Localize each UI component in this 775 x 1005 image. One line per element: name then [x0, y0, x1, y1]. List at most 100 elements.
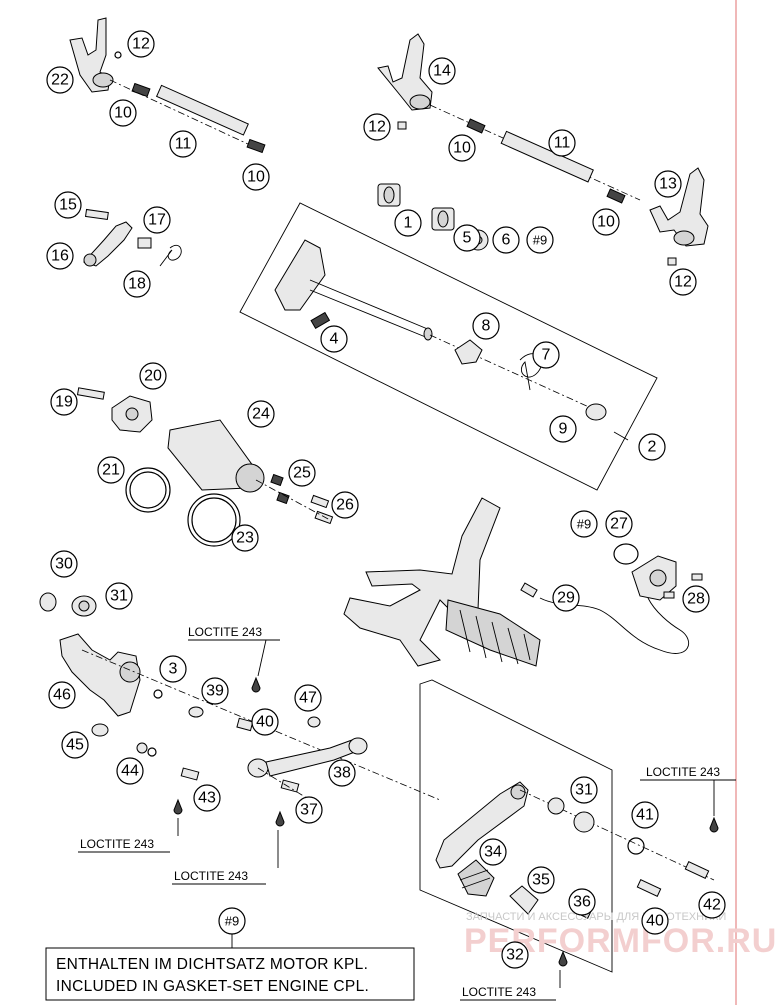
svg-text:12: 12 [132, 36, 150, 53]
svg-text:10: 10 [453, 140, 471, 157]
callout-12: 12 [363, 113, 391, 141]
callout-40: 40 [641, 907, 669, 935]
callout-13: 13 [654, 170, 682, 198]
shift-fork-22-group [69, 17, 266, 154]
svg-text:15: 15 [59, 197, 77, 214]
shift-linkage-group [39, 592, 441, 801]
svg-text:10: 10 [597, 214, 615, 231]
svg-text:46: 46 [53, 687, 71, 704]
svg-text:11: 11 [554, 135, 571, 152]
loctite-label-4: LOCTITE 243 [640, 765, 736, 781]
svg-text:12: 12 [674, 274, 692, 291]
svg-text:25: 25 [293, 465, 311, 482]
svg-text:31: 31 [110, 588, 128, 605]
callout-8: 8 [472, 312, 500, 340]
svg-text:35: 35 [532, 872, 550, 889]
callout-9-kit: #9 [526, 226, 554, 254]
svg-text:14: 14 [433, 63, 451, 80]
svg-text:13: 13 [659, 176, 677, 193]
callout-10: 10 [242, 163, 270, 191]
callout-6: 6 [492, 226, 520, 254]
loctite-label-text: LOCTITE 243 [174, 869, 248, 883]
callout-35: 35 [527, 866, 555, 894]
svg-text:47: 47 [299, 690, 317, 707]
svg-text:44: 44 [121, 763, 139, 780]
callout-2: 2 [638, 433, 666, 461]
callout-38: 38 [328, 759, 356, 787]
svg-text:10: 10 [114, 105, 132, 122]
callout-45: 45 [61, 731, 89, 759]
svg-text:19: 19 [55, 394, 73, 411]
footrest-group [343, 497, 703, 667]
loctite-label-3: LOCTITE 243 [172, 869, 266, 885]
loctite-label-5: LOCTITE 243 [460, 985, 556, 1001]
shift-shaft-assembly-group [239, 202, 658, 491]
svg-text:8: 8 [482, 318, 491, 335]
svg-text:17: 17 [148, 212, 166, 229]
callout-11: 11 [169, 130, 197, 158]
svg-text:41: 41 [636, 807, 654, 824]
svg-text:36: 36 [573, 894, 591, 911]
callout-46: 46 [48, 681, 76, 709]
callout-9: 9 [549, 415, 577, 443]
svg-text:16: 16 [51, 248, 69, 265]
svg-text:29: 29 [557, 590, 575, 607]
svg-text:26: 26 [336, 497, 354, 514]
loctite-label-2: LOCTITE 243 [78, 837, 170, 853]
svg-text:40: 40 [256, 714, 274, 731]
gasket-note-box: ENTHALTEN IM DICHTSATZ MOTOR KPL. INCLUD… [45, 947, 415, 1001]
svg-text:39: 39 [206, 683, 224, 700]
loctite-label-text: LOCTITE 243 [80, 837, 154, 851]
svg-text:20: 20 [144, 368, 162, 385]
svg-text:12: 12 [368, 119, 386, 136]
callout-27: 27 [605, 510, 633, 538]
callout-19: 19 [50, 388, 78, 416]
callout-3: 3 [159, 655, 187, 683]
callout-12: 12 [127, 30, 155, 58]
svg-text:42: 42 [703, 897, 721, 914]
callout-23: 23 [231, 524, 259, 552]
svg-text:#9: #9 [577, 517, 591, 532]
svg-text:43: 43 [198, 790, 216, 807]
callout-43: 43 [193, 784, 221, 812]
callout-39: 39 [201, 677, 229, 705]
loctite-label-1: LOCTITE 243 [188, 625, 280, 641]
callout-9-kit: #9 [570, 510, 598, 538]
note-line-1: ENTHALTEN IM DICHTSATZ MOTOR KPL. [56, 956, 368, 973]
svg-text:24: 24 [252, 406, 270, 423]
loctite-label-text: LOCTITE 243 [188, 625, 262, 639]
callout-34: 34 [479, 838, 507, 866]
svg-text:5: 5 [463, 230, 472, 247]
svg-text:9: 9 [559, 421, 568, 438]
shift-lever-assembly-group [419, 679, 715, 973]
callout-15: 15 [54, 191, 82, 219]
svg-text:6: 6 [502, 232, 511, 249]
svg-text:4: 4 [330, 331, 339, 348]
callout-30: 30 [50, 550, 78, 578]
callout-7: 7 [532, 341, 560, 369]
svg-text:#9: #9 [533, 233, 547, 248]
svg-text:22: 22 [51, 72, 69, 89]
svg-text:27: 27 [610, 516, 628, 533]
svg-text:11: 11 [175, 136, 192, 153]
callout-5: 5 [453, 224, 481, 252]
callout-31: 31 [105, 582, 133, 610]
callout-36: 36 [568, 888, 596, 916]
shift-drum-group [76, 387, 334, 547]
callout-26: 26 [331, 491, 359, 519]
callout-31: 31 [570, 776, 598, 804]
callout-29: 29 [552, 584, 580, 612]
svg-text:45: 45 [66, 737, 84, 754]
svg-text:1: 1 [404, 215, 413, 232]
callout-17: 17 [143, 206, 171, 234]
callout-10: 10 [109, 99, 137, 127]
svg-text:32: 32 [506, 947, 524, 964]
svg-text:2: 2 [648, 439, 657, 456]
svg-text:31: 31 [575, 782, 593, 799]
callout-9-kit-note: #9 [218, 907, 246, 935]
loctite-drops [173, 676, 719, 967]
svg-text:#9: #9 [225, 914, 239, 929]
callout-1: 1 [394, 209, 422, 237]
leader-lines [177, 431, 715, 988]
callout-11: 11 [548, 129, 576, 157]
